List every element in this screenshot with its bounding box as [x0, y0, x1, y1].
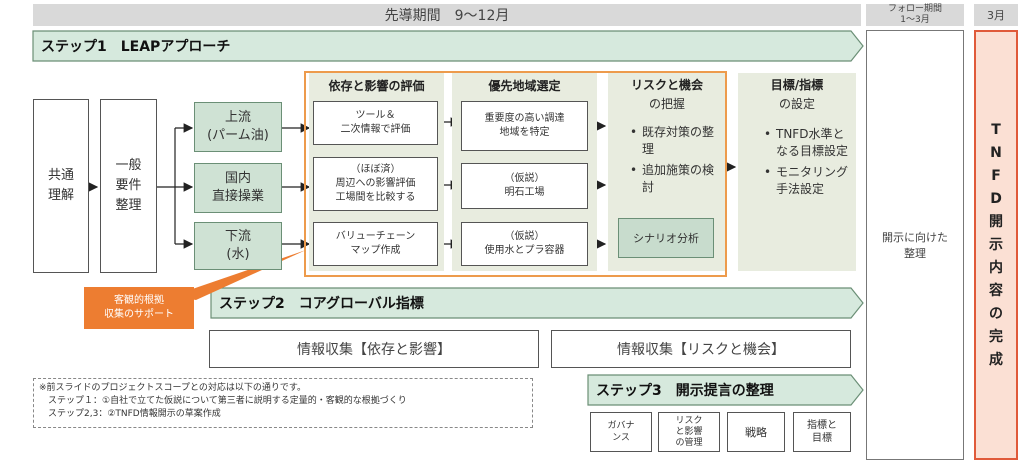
scenario-analysis-label: シナリオ分析: [633, 232, 699, 245]
tnfd-char: 開: [989, 213, 1003, 230]
tnfd-char: N: [990, 144, 1002, 161]
step3-strategy-box: 戦略: [727, 412, 785, 452]
scope-note: ※前スライドのプロジェクトスコープとの対応は以下の通りです。 ステップ１：①自社…: [33, 378, 533, 428]
stream-domestic-label: 国内 直接操業: [211, 171, 264, 204]
phase-risk-title-text: リスクと機会: [630, 78, 703, 92]
phase-risk-title: リスクと機会 の把握: [608, 76, 726, 112]
stream-domestic-box: 国内 直接操業: [194, 163, 282, 213]
tnfd-char: 完: [989, 328, 1003, 345]
locate-item-region-label: 重要度の高い調達 地域を特定: [484, 113, 565, 138]
lead-period-header: 先導期間 9〜12月: [33, 4, 861, 26]
step2-banner-shape: [210, 287, 864, 319]
step3-governance-box: ガバナ ンス: [590, 412, 652, 452]
info-risk-label: 情報収集【リスクと機会】: [617, 342, 785, 358]
step3-strategy-label: 戦略: [745, 426, 767, 439]
stream-upstream-box: 上流 (パーム油): [194, 102, 282, 152]
phase-target-title-text: 目標/指標: [770, 78, 824, 92]
stream-downstream-label: 下流 (水): [224, 229, 251, 262]
eval-item-surrounding-label: （ほぼ済） 周辺への影響評価 工場間を比較する: [335, 164, 416, 203]
target-bullets: TNFD水準となる目標設定 モニタリング手法設定: [762, 126, 854, 202]
lead-period-label: 先導期間 9〜12月: [384, 8, 510, 24]
tnfd-completion-column: T N F D 開 示 内 容 の 完 成: [974, 30, 1018, 460]
phase-evaluate-title: 依存と影響の評価: [309, 76, 444, 94]
target-bullet-monitoring: モニタリング手法設定: [764, 164, 854, 198]
info-risk-box: 情報収集【リスクと機会】: [551, 330, 851, 368]
locate-item-region: 重要度の高い調達 地域を特定: [461, 101, 588, 151]
step3-governance-label: ガバナ ンス: [607, 421, 635, 443]
phase-evaluate-title-text: 依存と影響の評価: [328, 78, 425, 93]
tnfd-char: 成: [989, 351, 1003, 368]
phase-target-title: 目標/指標 の設定: [738, 76, 856, 112]
step3-title: ステップ3 開示提言の整理: [588, 375, 853, 405]
eval-item-surrounding: （ほぼ済） 周辺への影響評価 工場間を比較する: [313, 157, 438, 211]
step3-metrics-box: 指標と 目標: [793, 412, 851, 452]
phase-locate-title-text: 優先地域選定: [488, 78, 561, 93]
locate-item-water: （仮説） 使用水とプラ容器: [461, 222, 588, 266]
common-understanding-label: 共通 理解: [47, 168, 74, 203]
risk-bullet-existing: 既存対策の整理: [630, 124, 724, 158]
march-label: 3月: [987, 9, 1005, 22]
step3-metrics-label: 指標と 目標: [807, 420, 837, 444]
step3-title-text: ステップ3 開示提言の整理: [596, 383, 774, 399]
follow-period-line1: フォロー期間: [887, 4, 942, 14]
target-bullet-tnfd: TNFD水準となる目標設定: [764, 126, 854, 160]
risk-bullets: 既存対策の整理 追加施策の検討: [628, 124, 724, 200]
disclosure-prep-text: 開示に向けた 整理: [866, 226, 964, 266]
stream-downstream-box: 下流 (水): [194, 222, 282, 270]
objective-support-callout: 客観的根拠 収集のサポート: [84, 287, 194, 329]
disclosure-prep-label: 開示に向けた 整理: [882, 231, 948, 260]
general-requirements-box: 一般 要件 整理: [100, 99, 157, 273]
eval-item-valuechain: バリューチェーン マップ作成: [313, 222, 438, 266]
eval-item-valuechain-label: バリューチェーン マップ作成: [335, 231, 416, 256]
tnfd-char: T: [991, 121, 1001, 138]
phase-target-subtitle: の設定: [778, 97, 815, 111]
tnfd-completion-text: T N F D 開 示 内 容 の 完 成: [989, 119, 1003, 372]
step1-title-text: ステップ1 LEAPアプローチ: [41, 39, 231, 55]
tnfd-char: 示: [989, 236, 1003, 253]
step1-banner-shape: [32, 30, 864, 62]
step3-banner-shape: [587, 374, 864, 406]
step2-title: ステップ2 コアグローバル指標: [211, 288, 851, 318]
step3-risk-mgmt-box: リスク と影響 の管理: [658, 412, 720, 452]
orange-highlight-frame: [304, 71, 727, 277]
phase-risk-subtitle: の把握: [648, 97, 685, 111]
objective-support-callout-text: 客観的根拠 収集のサポート: [104, 295, 174, 320]
general-requirements-label: 一般 要件 整理: [115, 158, 142, 213]
march-header: 3月: [974, 4, 1018, 26]
follow-period-line2: 1〜3月: [900, 15, 930, 25]
step1-title: ステップ1 LEAPアプローチ: [33, 31, 853, 61]
info-dependency-label: 情報収集【依存と影響】: [297, 342, 451, 358]
step2-title-text: ステップ2 コアグローバル指標: [219, 296, 424, 312]
tnfd-char: D: [990, 190, 1002, 207]
scenario-analysis-box: シナリオ分析: [618, 218, 714, 258]
risk-bullet-additional: 追加施策の検討: [630, 162, 724, 196]
locate-item-water-label: （仮説） 使用水とプラ容器: [484, 231, 565, 256]
tnfd-char: 内: [989, 259, 1003, 276]
disclosure-prep-column: [866, 30, 964, 460]
tnfd-char: F: [991, 167, 1001, 184]
info-dependency-box: 情報収集【依存と影響】: [209, 330, 539, 368]
scope-note-line3: ステップ2,3：②TNFD情報開示の草案作成: [39, 409, 221, 419]
phase-locate-title: 優先地域選定: [452, 76, 597, 94]
eval-item-tool: ツール＆ 二次情報で評価: [313, 101, 438, 145]
eval-item-tool-label: ツール＆ 二次情報で評価: [340, 110, 411, 135]
scope-note-line1: ※前スライドのプロジェクトスコープとの対応は以下の通りです。: [39, 383, 307, 393]
step3-risk-mgmt-label: リスク と影響 の管理: [675, 415, 703, 448]
scope-note-line2: ステップ１：①自社で立てた仮説について第三者に説明する定量的・客観的な根拠づくり: [39, 396, 407, 406]
follow-period-header: フォロー期間 1〜3月: [866, 4, 964, 26]
stream-upstream-label: 上流 (パーム油): [207, 110, 269, 143]
tnfd-char: の: [989, 305, 1003, 322]
locate-item-akashi-label: （仮説） 明石工場: [504, 173, 545, 198]
locate-item-akashi: （仮説） 明石工場: [461, 163, 588, 209]
tnfd-char: 容: [989, 282, 1003, 299]
common-understanding-box: 共通 理解: [33, 99, 89, 273]
